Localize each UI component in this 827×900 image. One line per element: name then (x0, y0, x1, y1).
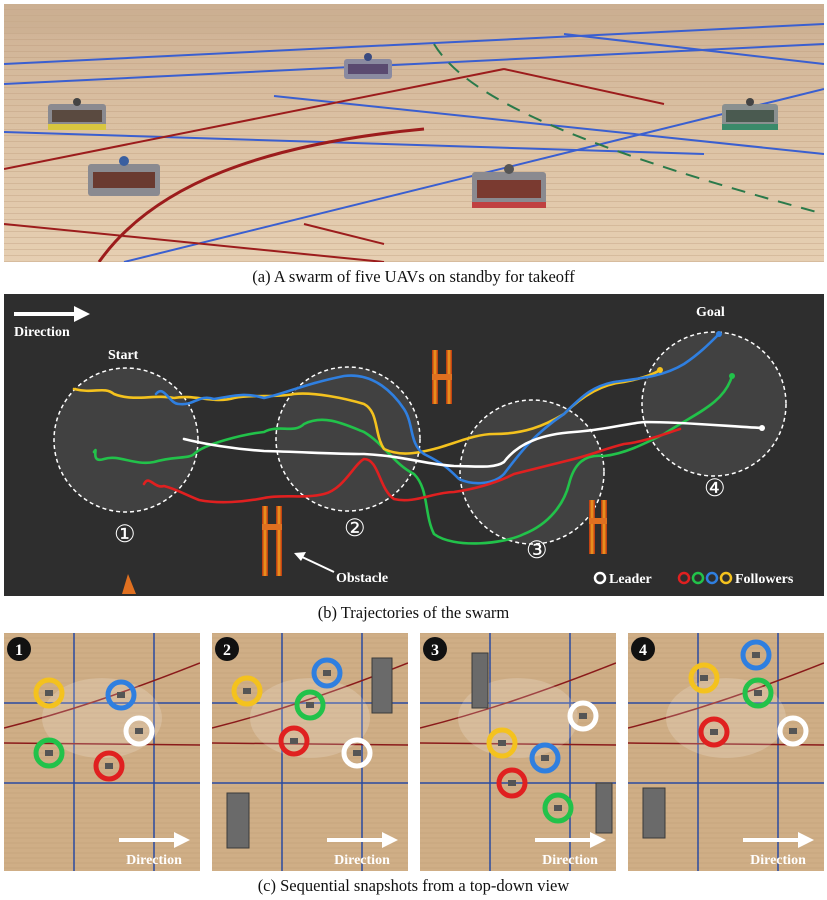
uav-ring-marker (33, 677, 65, 709)
trajectory-plot: Direction (4, 294, 824, 596)
legend-leader-label: Leader (609, 572, 652, 587)
trajectory-green (92, 374, 734, 545)
trajectory-blue (154, 332, 721, 485)
snapshot-number: 4 (639, 642, 647, 659)
uav-ring-marker (742, 677, 774, 709)
uav-ring-marker (294, 689, 326, 721)
snapshot-number-badge (215, 637, 239, 661)
obstacle-label: Obstacle (336, 571, 388, 586)
trajectory-leader (182, 420, 764, 468)
uav-ring-marker (486, 727, 518, 759)
waypoint-number-4: ④ (704, 476, 726, 502)
uav-ring-marker (93, 750, 125, 782)
waypoint-zone-3 (459, 399, 605, 545)
uav-icon (48, 98, 106, 130)
obstacle-marker (122, 574, 136, 594)
uav-ring-marker (777, 715, 809, 747)
direction-label: Direction (542, 853, 598, 868)
obstacle-block (595, 782, 613, 834)
waypoint-number-1: ① (114, 522, 136, 548)
uav-ring-marker (105, 679, 137, 711)
waypoint-zone-1 (53, 367, 199, 513)
legend-leader-marker (593, 571, 607, 585)
waypoint-number-2: ② (344, 516, 366, 542)
legend: Leader Followers (593, 571, 794, 587)
direction-label: Direction (14, 325, 70, 340)
direction-arrow-icon (14, 306, 90, 322)
uav-ring-marker (33, 737, 65, 769)
snapshot-number: 2 (223, 642, 231, 659)
uav-ring-marker (698, 716, 730, 748)
uav-ring-marker (740, 639, 772, 671)
uav-ring-marker (123, 715, 155, 747)
snapshot-number: 1 (15, 642, 23, 659)
uav-ring-marker (278, 725, 310, 757)
legend-follower-red-marker (677, 571, 691, 585)
start-label: Start (108, 348, 139, 363)
obstacle-pointer-arrow-icon (294, 552, 335, 573)
direction-label: Direction (334, 853, 390, 868)
obstacle-block (471, 652, 489, 709)
obstacle-block (642, 787, 666, 839)
uav-ring-marker (529, 742, 561, 774)
obstacle-block (371, 657, 393, 714)
uav-icon (344, 53, 392, 79)
uav-icon (722, 98, 778, 130)
snapshot-number-badge (631, 637, 655, 661)
uav-ring-marker (496, 767, 528, 799)
legend-follower-blue-marker (705, 571, 719, 585)
trajectory-red (142, 427, 682, 504)
direction-arrow-icon (743, 832, 814, 848)
uav-ring-marker (688, 662, 720, 694)
caption-c: (c) Sequential snapshots from a top-down… (257, 876, 570, 895)
goal-label: Goal (696, 305, 725, 320)
uav-icon (472, 164, 546, 208)
uav-swarm-photo (4, 4, 824, 262)
uav-ring-marker (542, 792, 574, 824)
obstacle-marker (432, 350, 452, 404)
uav-ring-marker (567, 700, 599, 732)
uav-ring-marker (231, 675, 263, 707)
uav-ring-marker (341, 737, 373, 769)
legend-follower-yellow-marker (719, 571, 733, 585)
uav-ring-marker (311, 657, 343, 689)
direction-label: Direction (126, 853, 182, 868)
caption-b: (b) Trajectories of the swarm (317, 603, 510, 622)
direction-arrow-icon (535, 832, 606, 848)
obstacle-marker (589, 500, 607, 554)
waypoint-number-3: ③ (526, 538, 548, 564)
snapshot-number: 3 (431, 642, 439, 659)
caption-a: (a) A swarm of five UAVs on standby for … (252, 267, 575, 286)
snapshot-number-badge (7, 637, 31, 661)
direction-label: Direction (750, 853, 806, 868)
legend-follower-green-marker (691, 571, 705, 585)
uav-icon (88, 156, 160, 196)
waypoint-zone-2 (275, 366, 421, 512)
waypoint-zone-4 (641, 331, 787, 477)
legend-followers-label: Followers (735, 572, 794, 587)
obstacle-block (226, 792, 250, 849)
snapshot-number-badge (423, 637, 447, 661)
direction-arrow-icon (119, 832, 190, 848)
direction-arrow-icon (327, 832, 398, 848)
obstacle-marker (262, 506, 282, 576)
